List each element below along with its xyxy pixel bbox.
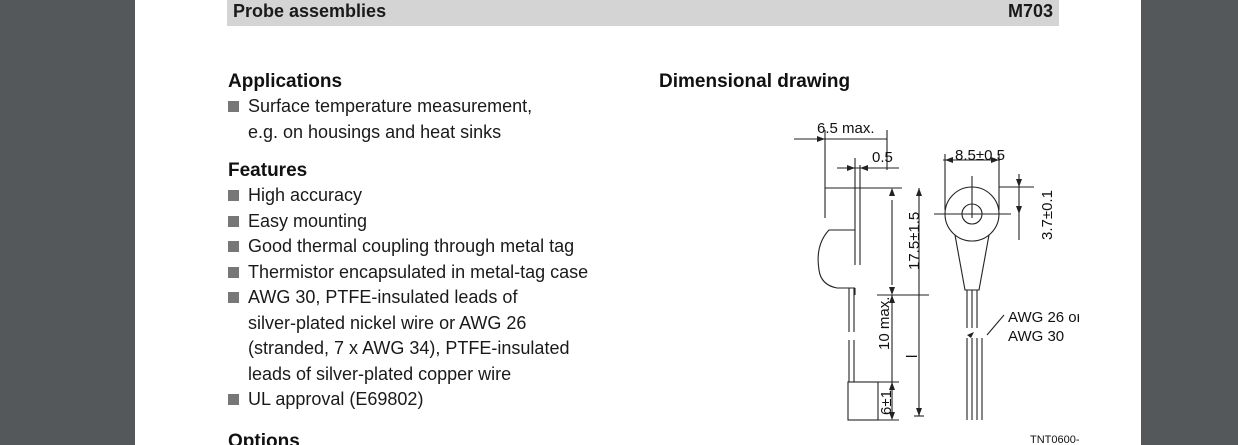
dim-6-label: 6±1 xyxy=(878,390,895,415)
drawing-ref: TNT0600-8 xyxy=(1030,434,1079,445)
list-item: Easy mounting xyxy=(228,209,648,235)
header-bar: Probe assemblies M703 xyxy=(227,0,1059,26)
awg-label-line1: AWG 26 or xyxy=(1008,309,1079,326)
applications-list: Surface temperature measurement, e.g. on … xyxy=(228,94,648,145)
list-item-text: UL approval (E69802) xyxy=(248,389,424,409)
applications-heading: Applications xyxy=(228,71,343,92)
list-item: (stranded, 7 x AWG 34), PTFE-insulated xyxy=(228,336,648,362)
dim-3.7-label: 3.7±0.1 xyxy=(1039,190,1056,240)
list-item-text: leads of silver-plated copper wire xyxy=(248,363,512,384)
product-title: Probe assemblies xyxy=(233,0,387,21)
list-item: e.g. on housings and heat sinks xyxy=(228,120,648,146)
list-item-text: AWG 30, PTFE-insulated leads of xyxy=(248,287,518,307)
document-page: Probe assemblies M703 Applications Surfa… xyxy=(135,0,1141,445)
list-item: AWG 30, PTFE-insulated leads of xyxy=(228,285,648,311)
list-item-text: e.g. on housings and heat sinks xyxy=(248,121,502,142)
list-item: Surface temperature measurement, xyxy=(228,94,648,120)
dim-0.5-label: 0.5 xyxy=(872,149,893,166)
list-item-text: Good thermal coupling through metal tag xyxy=(248,236,575,256)
awg-label-line2: AWG 30 xyxy=(1008,328,1064,345)
dim-8.5-label: 8.5±0.5 xyxy=(955,147,1005,164)
list-item: silver-plated nickel wire or AWG 26 xyxy=(228,311,648,337)
bullet-square-icon xyxy=(228,394,239,405)
list-item-text: Easy mounting xyxy=(248,210,368,231)
bullet-square-icon xyxy=(228,101,239,112)
list-item-text: Surface temperature measurement, xyxy=(248,96,533,116)
list-item: Thermistor encapsulated in metal-tag cas… xyxy=(228,260,648,286)
list-item: Good thermal coupling through metal tag xyxy=(228,234,648,260)
list-item: leads of silver-plated copper wire xyxy=(228,362,648,388)
dim-6.5-label: 6.5 max. xyxy=(817,120,875,137)
list-item: UL approval (E69802) xyxy=(228,387,648,413)
dimensional-drawing: 6.5 max. 0.5 8.5±0.5 3.7±0.1 17.5±1.5 10… xyxy=(794,120,1079,445)
right-column: Dimensional drawing xyxy=(659,70,1079,445)
dim-10-label: 10 max. xyxy=(876,297,893,350)
bullet-square-icon xyxy=(228,190,239,201)
list-item-text: silver-plated nickel wire or AWG 26 xyxy=(248,312,527,333)
product-code: M703 xyxy=(1007,0,1053,21)
features-heading: Features xyxy=(228,160,308,181)
bullet-square-icon xyxy=(228,241,239,252)
list-item: High accuracy xyxy=(228,183,648,209)
options-heading: Options xyxy=(228,431,300,445)
bullet-square-icon xyxy=(228,215,239,227)
left-column: Applications Surface temperature measure… xyxy=(228,70,648,413)
dim-l-label: l xyxy=(904,355,921,358)
list-item-text: Thermistor encapsulated in metal-tag cas… xyxy=(248,261,589,282)
drawing-heading: Dimensional drawing xyxy=(659,71,851,92)
bullet-square-icon xyxy=(228,292,239,303)
dim-17.5-label: 17.5±1.5 xyxy=(906,212,923,270)
list-item-text: High accuracy xyxy=(248,185,363,205)
bullet-square-icon xyxy=(228,266,239,278)
list-item-text: (stranded, 7 x AWG 34), PTFE-insulated xyxy=(248,338,570,358)
